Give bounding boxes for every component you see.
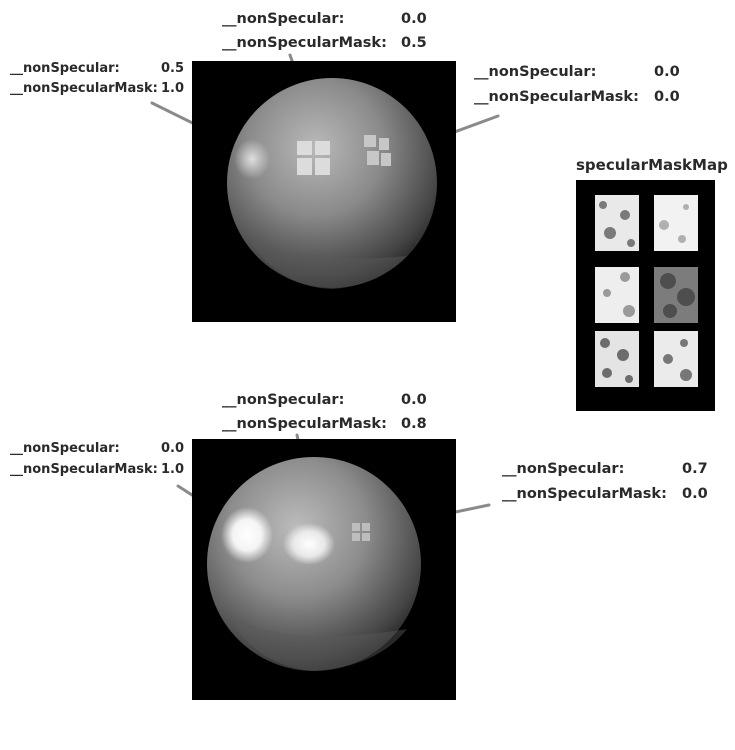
mask-tile	[595, 195, 639, 251]
label-value: 0.5	[401, 35, 427, 51]
mask-tile	[654, 331, 698, 387]
label-key: __nonSpecularMask:	[10, 81, 158, 96]
mask-map	[576, 180, 715, 411]
sphere-render-1	[192, 61, 456, 322]
label-key: __nonSpecular:	[474, 64, 597, 80]
sphere-1	[227, 78, 437, 289]
label-key: __nonSpecular:	[222, 392, 345, 408]
label-value: 0.0	[654, 64, 680, 80]
label-key: __nonSpecularMask:	[10, 462, 158, 477]
label-value: 0.8	[401, 416, 427, 432]
mask-tile	[654, 195, 698, 251]
label-key: __nonSpecular:	[10, 441, 120, 456]
label-value: 0.5	[161, 61, 185, 76]
label-value: 0.7	[682, 461, 708, 477]
label-key: __nonSpecularMask:	[474, 89, 639, 105]
mask-tile	[595, 331, 639, 387]
sphere-2	[207, 457, 421, 671]
label-value: 1.0	[161, 462, 185, 477]
mask-tile	[595, 267, 639, 323]
mask-map-title: specularMaskMap	[576, 156, 728, 174]
sphere-render-2	[192, 439, 456, 700]
label-value: 0.0	[161, 441, 185, 456]
label-value: 0.0	[682, 486, 708, 502]
label-value: 1.0	[161, 81, 185, 96]
label-key: __nonSpecularMask:	[502, 486, 667, 502]
label-key: __nonSpecularMask:	[222, 35, 387, 51]
label-key: __nonSpecular:	[502, 461, 625, 477]
label-value: 0.0	[401, 11, 427, 27]
label-key: __nonSpecularMask:	[222, 416, 387, 432]
mask-tile	[654, 267, 698, 323]
label-value: 0.0	[654, 89, 680, 105]
label-key: __nonSpecular:	[10, 61, 120, 76]
label-key: __nonSpecular:	[222, 11, 345, 27]
label-value: 0.0	[401, 392, 427, 408]
